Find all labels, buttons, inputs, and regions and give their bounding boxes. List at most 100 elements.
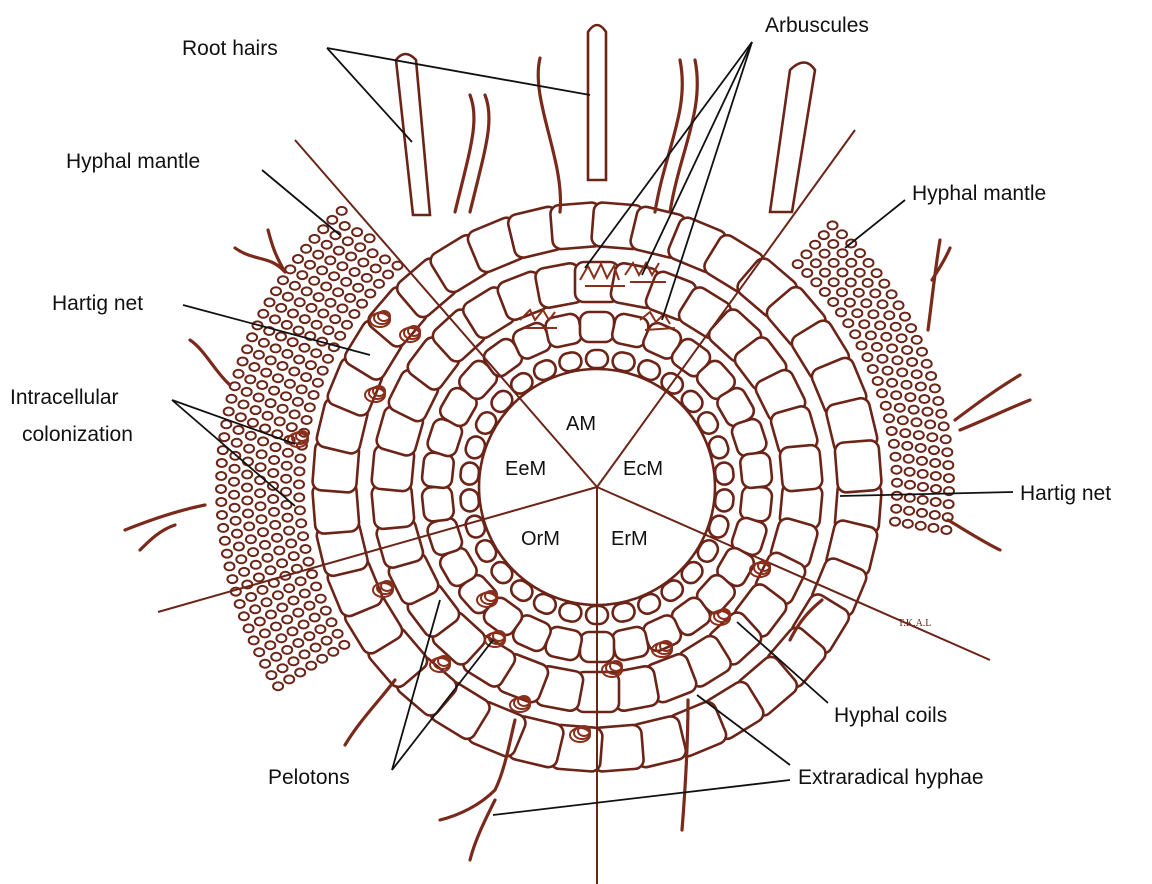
mantle-cell — [283, 449, 293, 457]
mantle-cell — [307, 570, 317, 578]
root-hair — [396, 54, 430, 215]
mantle-cell — [317, 655, 327, 663]
mantle-cell — [278, 362, 288, 370]
mantle-cell — [878, 355, 888, 363]
mantle-cell — [316, 595, 326, 603]
mantle-cell — [327, 216, 337, 224]
mantle-cell — [318, 225, 328, 233]
mantle-cell — [374, 280, 384, 288]
mantle-cell — [246, 593, 256, 601]
mantle-cell — [236, 555, 246, 563]
root-hairs — [396, 25, 815, 215]
mantle-cell — [922, 360, 932, 368]
mantle-cell — [857, 342, 867, 350]
root-hair — [538, 58, 560, 212]
extraradical-hypha — [345, 680, 395, 745]
mantle-cell — [295, 455, 305, 463]
cortex-cell — [611, 625, 650, 661]
mantle-cell — [866, 331, 876, 339]
mantle-cell — [837, 230, 847, 238]
mantle-cell — [878, 300, 888, 308]
mantle-cell — [287, 423, 297, 431]
mantle-cell — [380, 255, 390, 263]
mantle-cell — [819, 231, 829, 239]
mantle-cell — [810, 241, 820, 249]
mantle-cell — [257, 381, 267, 389]
mantle-cell — [256, 463, 266, 471]
root-hair — [588, 25, 606, 180]
mantle-cell — [900, 313, 910, 321]
mantle-cell — [254, 573, 264, 581]
mantle-cell — [944, 500, 954, 508]
mantle-cell — [246, 535, 256, 543]
mantle-cell — [227, 575, 237, 583]
mantle-cell — [294, 467, 304, 475]
mantle-cell — [877, 389, 887, 397]
mantle-cell — [284, 584, 294, 592]
mantle-cell — [859, 320, 869, 328]
mantle-cell — [299, 621, 309, 629]
mantle-cell — [278, 405, 288, 413]
mantle-cell — [884, 414, 894, 422]
extraradical-hypha — [948, 520, 1000, 550]
mantle-cell — [872, 343, 882, 351]
mantle-cell — [905, 468, 915, 476]
mantle-cell — [254, 394, 264, 402]
mantle-cell — [941, 526, 951, 534]
mantle-cell — [254, 351, 264, 359]
endodermis-cell — [460, 489, 480, 513]
mantle-cell — [289, 597, 299, 605]
mantle-cell — [862, 353, 872, 361]
mantle-cell — [828, 240, 838, 248]
mantle-cell — [892, 466, 902, 474]
mantle-cell — [276, 634, 286, 642]
mantle-cell — [229, 478, 239, 486]
mantle-cell — [289, 552, 299, 560]
mantle-cell — [288, 627, 298, 635]
mantle-cell — [358, 259, 368, 267]
endodermis-cell — [473, 537, 500, 565]
mantle-cell — [322, 637, 332, 645]
mantle-cell — [904, 507, 914, 515]
mantle-cell — [298, 532, 308, 540]
mantle-cell — [216, 498, 226, 506]
mantle-cell — [273, 591, 283, 599]
mantle-cell — [242, 345, 252, 353]
mantle-cell — [887, 379, 897, 387]
mantle-cell — [266, 566, 276, 574]
mantle-cell — [916, 383, 926, 391]
mantle-cell — [278, 664, 288, 672]
mantle-cell — [249, 636, 259, 644]
mantle-cell — [333, 630, 343, 638]
mantle-cell — [897, 368, 907, 376]
mantle-cell — [239, 612, 249, 620]
mantle-cell — [898, 416, 908, 424]
mantle-cell — [930, 459, 940, 467]
sector-label-ecm: EcM — [623, 458, 663, 480]
mantle-cell — [284, 527, 294, 535]
mantle-cell — [349, 310, 359, 318]
mantle-cell — [907, 358, 917, 366]
mantle-cell — [881, 333, 891, 341]
mantle-cell — [318, 310, 328, 318]
mantle-cell — [281, 392, 291, 400]
mantle-cell — [936, 410, 946, 418]
mantle-cell — [288, 310, 298, 318]
mantle-cell — [271, 287, 281, 295]
mantle-cell — [217, 459, 227, 467]
mantle-cell — [289, 368, 299, 376]
mantle-cell — [312, 321, 322, 329]
mantle-cell — [875, 321, 885, 329]
mantle-cell — [892, 356, 902, 364]
sector-label-erm: ErM — [611, 528, 648, 550]
mantle-cell — [321, 283, 331, 291]
mantle-cell — [258, 586, 268, 594]
mantle-cell — [296, 577, 306, 585]
mantle-cell — [301, 245, 311, 253]
mantle-cell — [273, 374, 283, 382]
mantle-cell — [337, 262, 347, 270]
cortex-cell — [421, 485, 454, 522]
mantle-cell — [255, 618, 265, 626]
mantle-cell — [274, 547, 284, 555]
mantle-cell — [277, 604, 287, 612]
